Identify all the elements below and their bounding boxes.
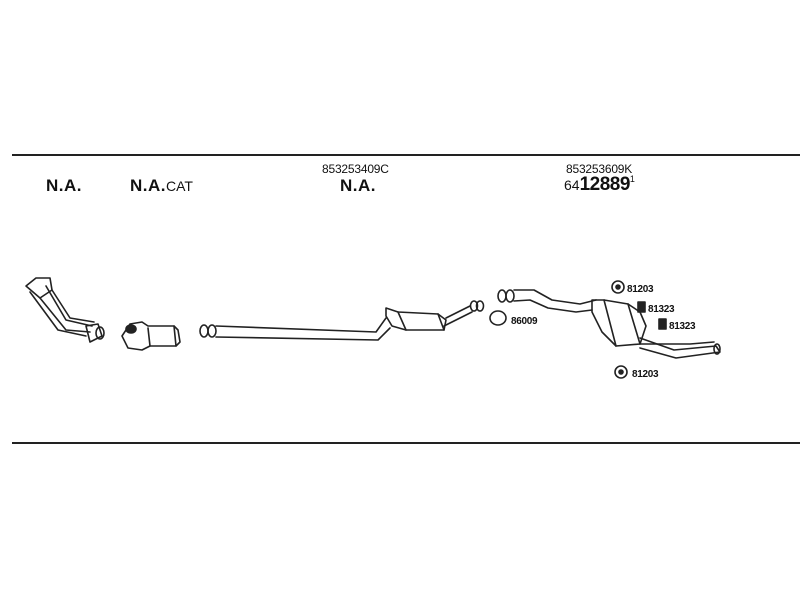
hanger-part-3: [659, 319, 666, 329]
hanger-part-1: [612, 281, 624, 293]
hanger-part-2: [638, 302, 645, 312]
rear-silencer-part: [498, 290, 720, 358]
hanger-label-2: 81323: [648, 304, 675, 315]
rear-code-prefix: 64: [564, 177, 580, 193]
hanger-label-4: 81203: [632, 369, 659, 380]
catalyst-cat: CAT: [166, 178, 193, 194]
ring-part: [490, 311, 506, 325]
rear-code-main: 12889: [579, 174, 631, 195]
top-divider: [12, 154, 800, 156]
middle-part-number: 853253409C: [322, 162, 389, 176]
rear-code-suffix: 1: [629, 174, 635, 184]
hanger-label-3: 81323: [669, 321, 696, 332]
rear-silencer-code: 64128891: [564, 174, 635, 196]
catalyst-na: N.A.: [130, 176, 166, 195]
rear-part-number: 853253609K: [566, 162, 633, 176]
catalyst-part: [122, 322, 180, 350]
front-pipe-label: N.A.: [46, 176, 82, 195]
ring-label: 86009: [511, 316, 538, 327]
hanger-part-4: [615, 366, 627, 378]
middle-silencer-part: [200, 301, 484, 340]
catalyst-label: N.A.CAT: [130, 176, 193, 196]
bottom-divider: [12, 442, 800, 444]
front-pipe-part: [26, 278, 104, 342]
middle-silencer-label: N.A.: [340, 176, 376, 195]
hanger-label-1: 81203: [627, 284, 654, 295]
